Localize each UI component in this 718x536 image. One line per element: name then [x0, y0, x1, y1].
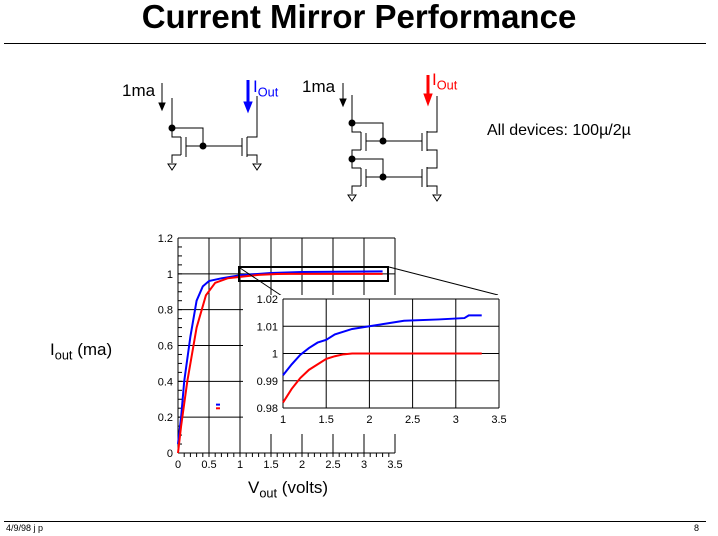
legend-mark-simple — [216, 403, 220, 406]
chart-1: 1 1.5 2 2.5 3 3.5 0.98 0.99 1 1.01 1.02 — [243, 294, 517, 434]
cascode-current-mirror — [339, 75, 442, 202]
legend-mark-cascode — [216, 407, 220, 410]
page-number: 8 — [694, 523, 700, 533]
x-tick-label: 3 — [453, 414, 459, 426]
x-tick-label: 2.5 — [325, 459, 340, 471]
devices-note: All devices: 100µ/2µ — [487, 122, 631, 139]
input-current-label: 1ma — [122, 81, 156, 100]
y-tick-label: 0.98 — [257, 403, 278, 415]
y-tick-label: 0.6 — [158, 341, 173, 353]
ground-icon — [432, 194, 442, 202]
x-tick-label: 3.5 — [491, 414, 506, 426]
y-label-sub: out — [54, 347, 73, 363]
input-current-label-cascode: 1ma — [302, 77, 336, 96]
series-line-simple-mirror — [282, 314, 482, 376]
iout-main: I — [432, 70, 437, 89]
x-tick-label: 1 — [237, 459, 243, 471]
y-tick-label: 0.2 — [158, 412, 173, 424]
y-tick-label: 1 — [167, 269, 173, 281]
y-tick-label: 1.01 — [257, 321, 278, 333]
x-tick-label: 1 — [280, 414, 286, 426]
y-tick-label: 1.2 — [158, 233, 173, 245]
current-vs-voltage-chart: 0 0.5 1 1.5 2 2.5 3 3.5 0 0.2 0.4 0.6 0.8 1 1.2 1 1.5 2 2.… — [158, 233, 517, 471]
y-axis-label: Iout (ma) — [50, 340, 112, 362]
y-tick-label: 0.8 — [158, 305, 173, 317]
footer-date-author: 4/9/98 j p — [6, 523, 44, 533]
x-label-sub: out — [259, 485, 278, 501]
x-label-unit: (volts) — [277, 478, 329, 497]
zoom-connector-line — [239, 267, 283, 297]
footer-divider — [4, 521, 706, 522]
output-current-label-simple: IOut — [253, 77, 278, 99]
inset-background — [243, 295, 517, 434]
series-line-cascode-mirror — [177, 272, 383, 454]
output-current-arrow-icon — [243, 101, 253, 114]
x-tick-label: 2 — [299, 459, 305, 471]
iout-sub: Out — [257, 84, 279, 100]
ground-icon — [252, 163, 262, 171]
output-current-arrow-icon — [423, 93, 433, 107]
y-label-unit: (ma) — [72, 340, 113, 359]
ground-icon — [167, 163, 177, 171]
y-label-main: I — [50, 340, 55, 359]
x-tick-label: 3 — [361, 459, 367, 471]
zoom-connector-line — [388, 266, 499, 296]
title-divider — [4, 43, 706, 44]
output-current-label-cascode: IOut — [432, 70, 457, 92]
y-tick-label: 0 — [167, 448, 173, 460]
y-tick-label: 1.02 — [257, 294, 278, 306]
input-current-arrow-icon — [158, 102, 166, 112]
series-line-simple-mirror — [177, 270, 383, 445]
simple-current-mirror — [158, 80, 262, 171]
y-tick-label: 0.99 — [257, 376, 278, 388]
x-label-main: V — [248, 478, 260, 497]
slide-title: Current Mirror Performance — [141, 0, 577, 35]
x-tick-label: 0 — [175, 459, 181, 471]
x-tick-label: 2 — [366, 414, 372, 426]
y-tick-label: 0.4 — [158, 376, 173, 388]
x-tick-label: 3.5 — [387, 459, 402, 471]
input-current-arrow-icon — [339, 98, 347, 108]
x-tick-label: 1.5 — [319, 414, 334, 426]
iout-sub: Out — [436, 77, 458, 93]
x-axis-label: Vout (volts) — [248, 478, 328, 500]
x-tick-label: 1.5 — [263, 459, 278, 471]
y-tick-label: 1 — [272, 349, 278, 361]
circuit-diagrams — [158, 75, 442, 202]
x-tick-label: 2.5 — [405, 414, 420, 426]
series-line-cascode-mirror — [282, 352, 482, 404]
iout-main: I — [253, 77, 258, 96]
ground-icon — [347, 194, 357, 202]
zoom-region-box — [238, 266, 389, 282]
x-tick-label: 0.5 — [201, 459, 216, 471]
